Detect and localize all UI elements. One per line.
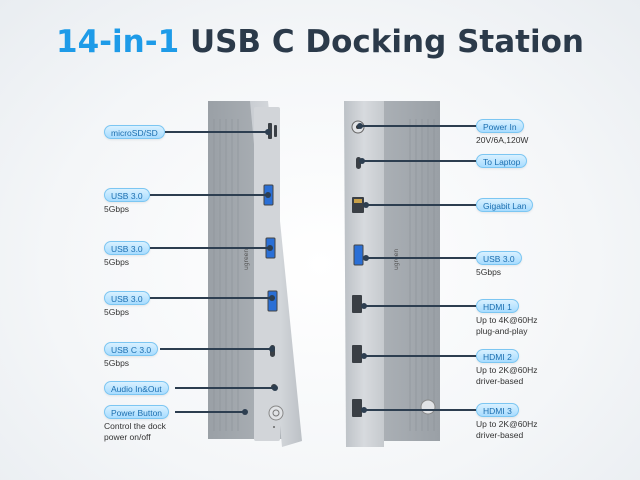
right-callout-dot-1 xyxy=(357,123,363,129)
title-rest: USB C Docking Station xyxy=(189,24,584,60)
right-callout-line-2 xyxy=(362,160,476,162)
dock-back-face xyxy=(344,101,384,447)
power-button-icon xyxy=(268,405,284,421)
left-callout-dot-5 xyxy=(269,346,275,352)
left-port-desc-4: 5Gbps xyxy=(104,307,130,317)
right-callout-dot-5 xyxy=(361,303,367,309)
left-callout-line-7 xyxy=(174,411,245,413)
right-callout-line-5 xyxy=(364,305,476,307)
right-port-label-3: Gigabit Lan xyxy=(476,198,534,212)
right-callout-dot-7 xyxy=(361,407,367,413)
page-title: 14-in-1 USB C Docking Station xyxy=(0,24,640,60)
left-port-label-2: USB 3.0 xyxy=(104,188,150,202)
title-accent: 14-in-1 xyxy=(56,24,180,60)
right-port-desc-4: 5Gbps xyxy=(476,267,502,277)
left-port-desc-3: 5Gbps xyxy=(104,257,130,267)
left-port-label-5: USB C 3.0 xyxy=(104,342,159,356)
microsd-slot xyxy=(274,125,277,137)
screw-icon xyxy=(420,399,436,415)
left-port-label-4: USB 3.0 xyxy=(104,291,150,305)
right-port-label-7: HDMI 3 xyxy=(476,403,519,417)
right-port-label-6: HDMI 2 xyxy=(476,349,519,363)
right-callout-dot-2 xyxy=(359,158,365,164)
usb-a-port-3 xyxy=(267,290,278,312)
right-callout-dot-4 xyxy=(363,255,369,261)
left-port-desc-5: 5Gbps xyxy=(104,358,130,368)
left-port-desc-2: 5Gbps xyxy=(104,204,130,214)
left-callout-dot-4 xyxy=(269,295,275,301)
right-port-label-4: USB 3.0 xyxy=(476,251,522,265)
left-callout-line-2 xyxy=(150,194,268,196)
left-port-label-7: Power Button xyxy=(104,405,170,419)
brand-logo-back: ugreen xyxy=(393,249,400,270)
right-callout-line-7 xyxy=(364,409,476,411)
right-callout-dot-3 xyxy=(363,202,369,208)
left-port-label-1: microSD/SD xyxy=(104,125,165,139)
brand-logo: ugreen xyxy=(243,249,250,270)
right-callout-dot-6 xyxy=(361,353,367,359)
left-callout-dot-7 xyxy=(242,409,248,415)
right-callout-line-3 xyxy=(366,204,476,206)
right-port-label-5: HDMI 1 xyxy=(476,299,519,313)
left-callout-dot-6 xyxy=(272,385,278,391)
dock-front-view: ugreen xyxy=(208,101,302,447)
hdmi-port-3 xyxy=(352,399,362,417)
hdmi-port-1 xyxy=(352,295,362,313)
right-port-label-1: Power In xyxy=(476,119,524,133)
left-callout-line-5 xyxy=(160,348,272,350)
left-callout-dot-2 xyxy=(265,192,271,198)
left-callout-line-1 xyxy=(165,131,268,133)
right-port-label-2: To Laptop xyxy=(476,154,528,168)
right-callout-line-4 xyxy=(366,257,476,259)
left-port-label-3: USB 3.0 xyxy=(104,241,150,255)
hdmi-port-2 xyxy=(352,345,362,363)
left-callout-dot-3 xyxy=(267,245,273,251)
usb-a-port-back xyxy=(353,244,364,266)
left-callout-line-6 xyxy=(174,387,275,389)
right-callout-line-1 xyxy=(360,125,476,127)
right-port-desc-1: 20V/6A,120W xyxy=(476,135,529,145)
left-callout-line-4 xyxy=(150,297,272,299)
dock-back-ridges xyxy=(409,119,435,431)
left-callout-line-3 xyxy=(150,247,270,249)
left-port-label-6: Audio In&Out xyxy=(104,381,169,395)
right-callout-line-6 xyxy=(364,355,476,357)
left-callout-dot-1 xyxy=(265,129,271,135)
dock-front-ridges xyxy=(213,119,239,431)
dock-back-view: ugreen xyxy=(344,101,440,447)
